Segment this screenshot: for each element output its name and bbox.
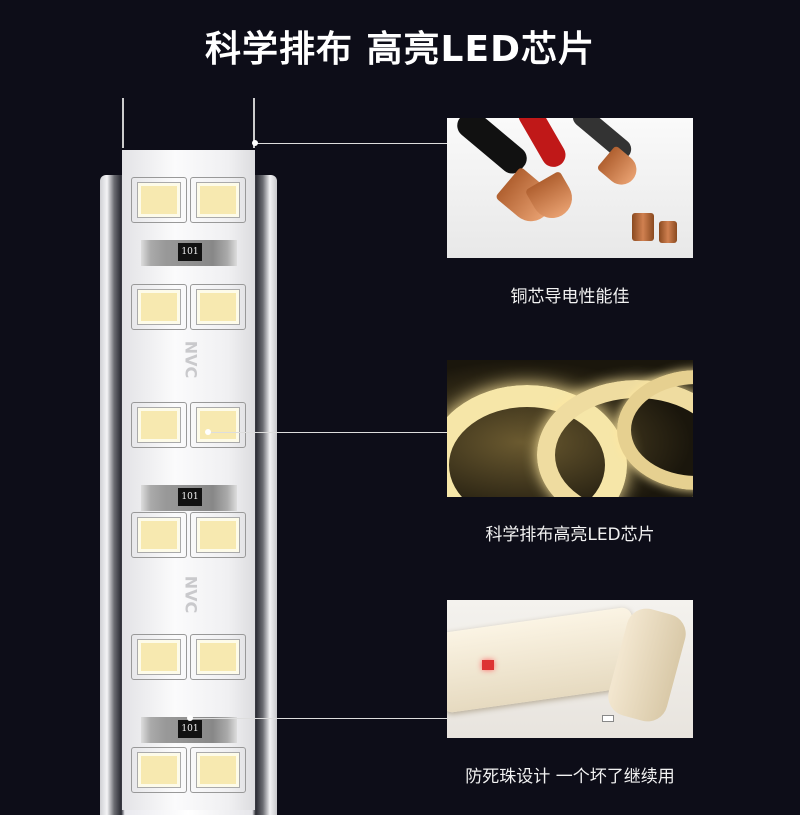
copper-wire-image: [447, 118, 693, 258]
led-pad: [190, 634, 246, 680]
callout-dot-3: [187, 715, 193, 721]
led-pad: [131, 512, 187, 558]
led-pad: [190, 402, 246, 448]
headline: 科学排布 高亮LED芯片: [205, 29, 595, 70]
resistor: 101: [141, 485, 237, 511]
resistor-label: 101: [178, 720, 202, 738]
led-chip: [138, 640, 180, 674]
led-pad: [190, 512, 246, 558]
resistor: 101: [141, 240, 237, 266]
resistor-label: 101: [178, 243, 202, 261]
feature-caption-1: 铜芯导电性能佳: [510, 287, 630, 307]
led-chip: [197, 753, 239, 787]
led-pad: [190, 284, 246, 330]
feature-caption-3: 防死珠设计 一个坏了继续用: [465, 767, 675, 787]
brand-logo: NVC: [181, 340, 201, 379]
led-pad: [131, 402, 187, 448]
wire-left: [122, 98, 124, 148]
led-pad: [131, 177, 187, 223]
wire-right: [253, 98, 255, 148]
led-chip: [138, 518, 180, 552]
led-chip: [197, 408, 239, 442]
led-pad: [190, 747, 246, 793]
led-chip: [197, 640, 239, 674]
brand-logo: NVC: [181, 575, 201, 614]
callout-dot-1: [252, 140, 258, 146]
led-chip: [197, 518, 239, 552]
resistor: 101: [141, 717, 237, 743]
strip-closeup-image: [447, 600, 693, 738]
callout-line-2: [208, 432, 447, 433]
led-pad: [131, 747, 187, 793]
led-pad: [131, 284, 187, 330]
led-chip: [197, 183, 239, 217]
led-chip: [197, 290, 239, 324]
led-pad: [190, 177, 246, 223]
glowing-strip-image: [447, 360, 693, 497]
led-chip: [138, 183, 180, 217]
resistor-label: 101: [178, 488, 202, 506]
feature-caption-2: 科学排布高亮LED芯片: [485, 525, 655, 545]
callout-dot-2: [205, 429, 211, 435]
led-chip: [138, 408, 180, 442]
callout-line-3: [190, 718, 447, 719]
callout-line-1: [255, 143, 447, 144]
led-pad: [131, 634, 187, 680]
led-chip: [138, 290, 180, 324]
led-chip: [138, 753, 180, 787]
